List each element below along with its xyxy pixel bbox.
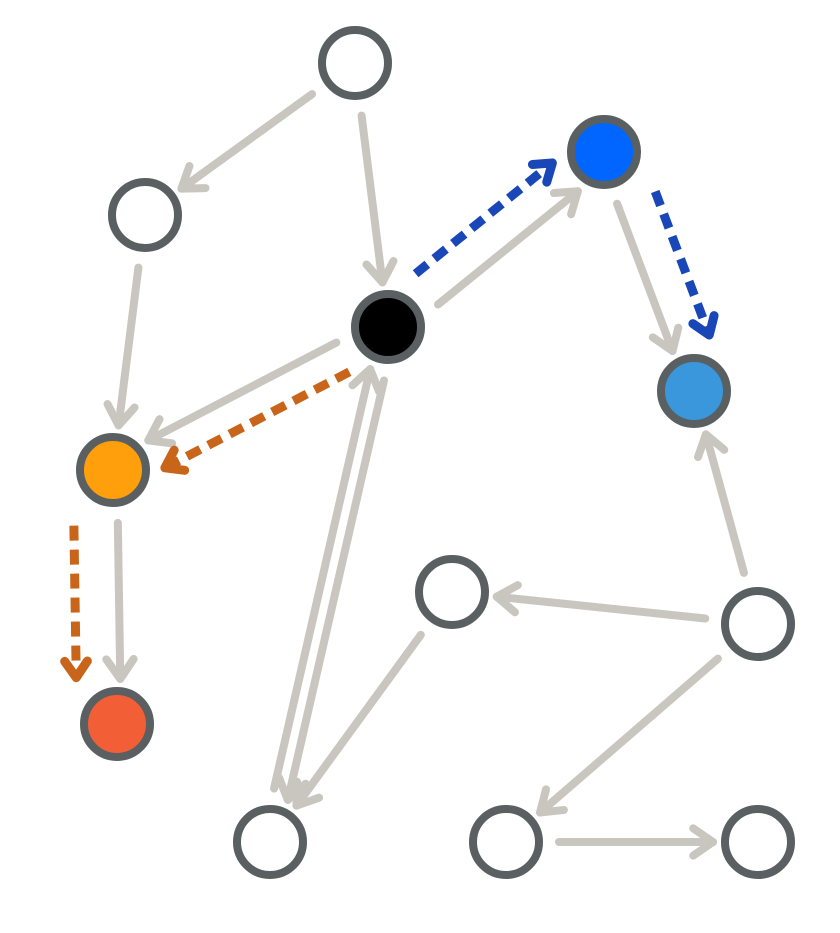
edge-line [701, 430, 748, 577]
edge-arrow [492, 581, 710, 623]
node-mid [415, 555, 489, 629]
edge-arrow [433, 187, 582, 309]
edge-arrowhead [362, 257, 398, 287]
edge-arrow [274, 376, 388, 804]
edge-arrowhead [536, 785, 568, 817]
edge-line [113, 518, 125, 683]
node-top [318, 26, 392, 100]
highlight-arrowhead [160, 445, 190, 475]
highlight-dashed-line [69, 525, 81, 678]
edge-line [433, 187, 582, 309]
edge-arrowhead [694, 430, 729, 462]
path-orange-arrow [60, 525, 92, 683]
node-bottom-right [721, 805, 795, 879]
edge-arrowhead [648, 323, 683, 356]
highlight-dashed-line [650, 189, 714, 337]
edge-line [114, 263, 143, 430]
edge-arrow [292, 630, 425, 810]
node-bottom-mid [469, 805, 543, 879]
edge-line [177, 90, 317, 193]
edge-line [613, 199, 677, 356]
edge-arrow [103, 263, 143, 430]
edge-arrowhead [549, 187, 582, 219]
edge-line [492, 592, 710, 623]
highlight-paths-layer [60, 158, 719, 683]
edge-arrow [270, 365, 384, 793]
node-blue-right [657, 354, 731, 428]
edge-arrowhead [144, 415, 177, 448]
path-blue-arrow [412, 158, 557, 278]
edge-line [536, 654, 722, 817]
highlight-arrowhead [527, 158, 557, 187]
node-center [351, 290, 425, 364]
edge-arrow [613, 199, 683, 356]
edge-line [270, 365, 375, 793]
edge-arrowhead [492, 581, 522, 617]
edge-line [292, 630, 425, 810]
edge-line [357, 111, 387, 287]
edge-line [283, 376, 388, 804]
edge-arrow [357, 111, 398, 287]
edge-arrowhead [274, 773, 310, 804]
edge-arrowhead [102, 654, 138, 683]
highlight-arrowhead [688, 311, 719, 340]
edge-arrow [536, 654, 722, 817]
edge-arrowhead [177, 161, 210, 193]
node-blue-top [567, 115, 641, 189]
edge-arrowhead [689, 824, 717, 860]
node-bottom-left [233, 805, 307, 879]
highlight-dashed-line [162, 367, 352, 472]
node-red [80, 687, 154, 761]
highlight-dashed-line [412, 159, 556, 278]
highlight-arrowhead [60, 656, 92, 683]
nodes-layer [76, 26, 795, 879]
path-blue-arrow [650, 189, 719, 340]
path-orange-arrow [160, 367, 352, 475]
node-upper-left [108, 178, 182, 252]
edge-arrowhead [103, 400, 139, 430]
node-orange [76, 433, 150, 507]
edge-arrow [177, 90, 317, 193]
edge-arrow [555, 824, 717, 860]
edge-arrow [102, 518, 138, 683]
edge-arrowhead [348, 365, 384, 396]
edge-arrow [694, 430, 748, 577]
node-right [721, 587, 795, 661]
edge-line [144, 338, 341, 445]
edges-layer [102, 90, 748, 860]
edge-arrow [144, 338, 341, 448]
